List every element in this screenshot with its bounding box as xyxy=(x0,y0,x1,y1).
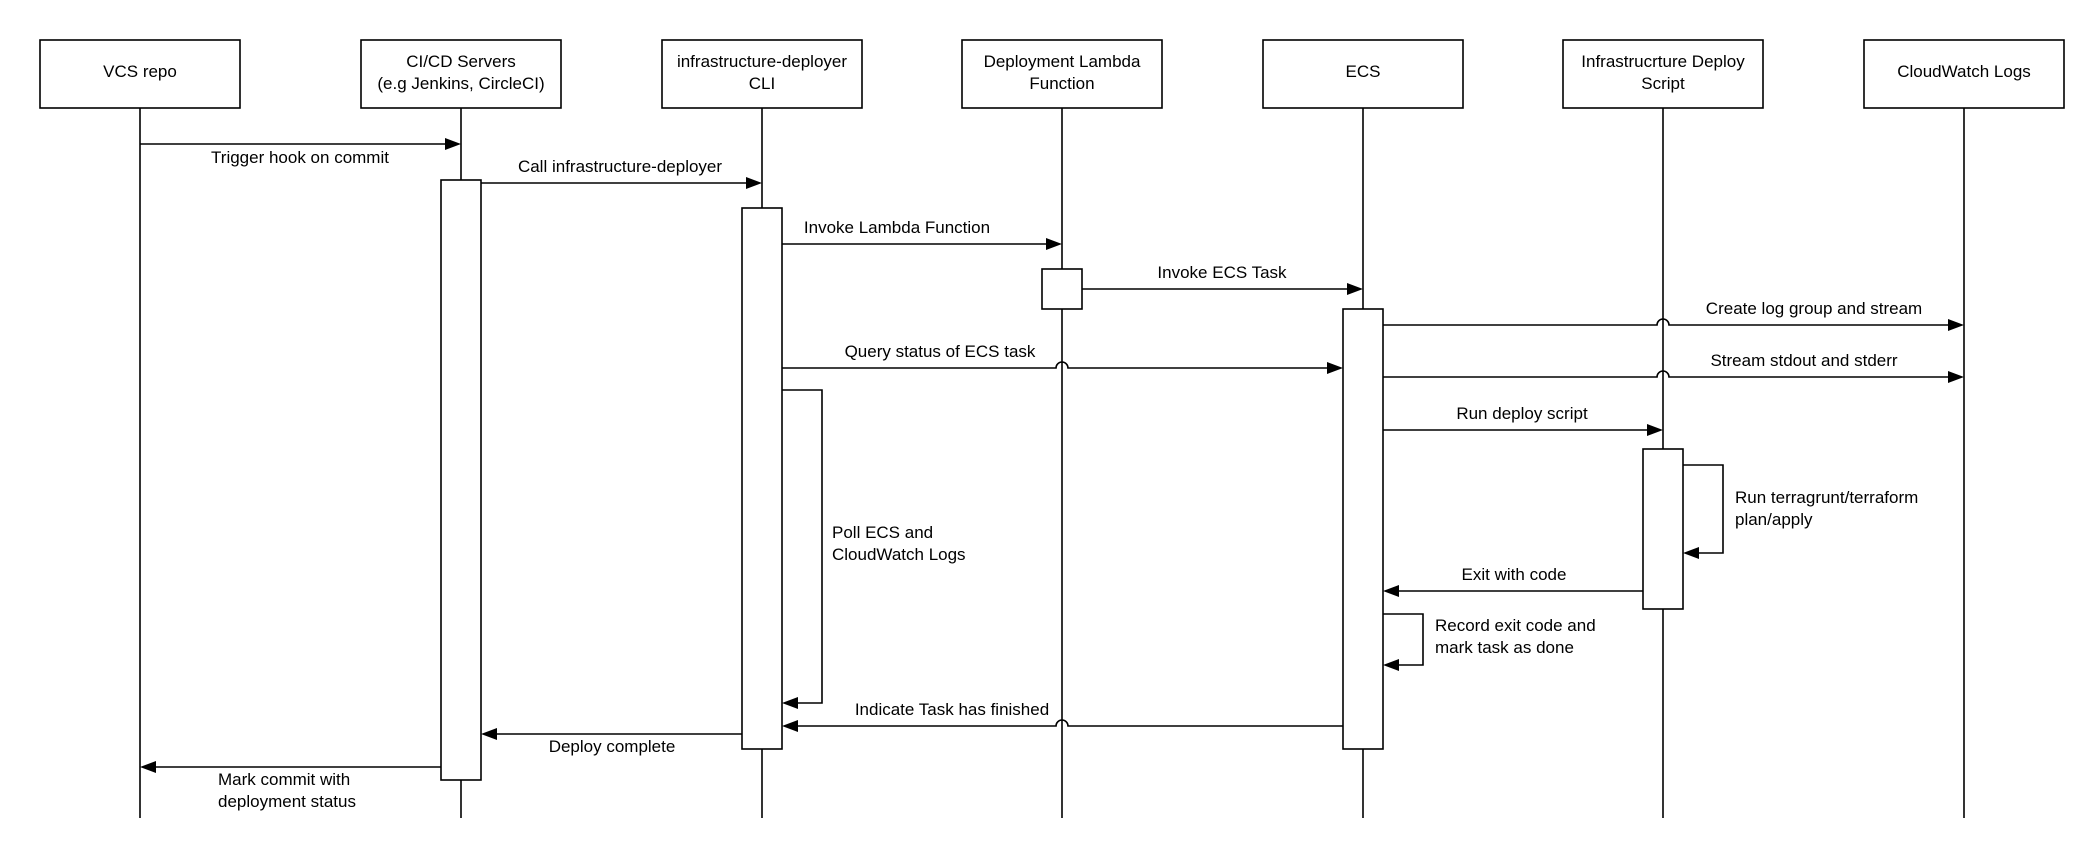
message-record-exit-label-line2: mark task as done xyxy=(1435,638,1574,657)
participant-vcs-label: VCS repo xyxy=(103,62,177,81)
message-mark-commit: Mark commit with deployment status xyxy=(140,761,441,811)
message-task-finished-label: Indicate Task has finished xyxy=(855,700,1049,719)
message-poll-ecs: Poll ECS and CloudWatch Logs xyxy=(782,389,966,709)
participant-cw: CloudWatch Logs xyxy=(1863,39,2065,109)
participant-ci: CI/CD Servers (e.g Jenkins, CircleCI) xyxy=(360,39,562,109)
message-record-exit-label-line1: Record exit code and xyxy=(1435,616,1596,635)
message-invoke-ecs-task-label: Invoke ECS Task xyxy=(1157,263,1287,282)
message-create-log-group: Create log group and stream xyxy=(1383,299,1964,331)
activation-lambda xyxy=(1041,268,1083,310)
message-run-deploy-script-label: Run deploy script xyxy=(1456,404,1588,423)
participant-headers: VCS repo CI/CD Servers (e.g Jenkins, Cir… xyxy=(39,39,2065,109)
lifelines xyxy=(139,108,1965,818)
participant-lambda: Deployment Lambda Function xyxy=(961,39,1163,109)
message-run-deploy-script: Run deploy script xyxy=(1383,404,1663,436)
message-deploy-complete: Deploy complete xyxy=(481,728,742,756)
participant-cli-label-line2: CLI xyxy=(749,74,775,93)
participant-ci-label-line2: (e.g Jenkins, CircleCI) xyxy=(377,74,544,93)
message-task-finished: Indicate Task has finished xyxy=(782,700,1343,732)
participant-vcs: VCS repo xyxy=(39,39,241,109)
message-trigger-hook-label: Trigger hook on commit xyxy=(211,148,389,167)
message-query-status-label: Query status of ECS task xyxy=(845,342,1036,361)
message-run-terragrunt-label-line1: Run terragrunt/terraform xyxy=(1735,488,1918,507)
message-mark-commit-label-line1: Mark commit with xyxy=(218,770,350,789)
participant-cli-label-line1: infrastructure-deployer xyxy=(677,52,847,71)
participant-lambda-label-line2: Function xyxy=(1029,74,1094,93)
participant-cli: infrastructure-deployer CLI xyxy=(661,39,863,109)
participant-script-label-line2: Script xyxy=(1641,74,1685,93)
activation-bars xyxy=(440,179,1684,781)
message-query-status: Query status of ECS task xyxy=(782,342,1343,374)
message-stream-output-label: Stream stdout and stderr xyxy=(1710,351,1897,370)
message-run-terragrunt-label-line2: plan/apply xyxy=(1735,510,1813,529)
participant-script: Infrastrucrture Deploy Script xyxy=(1562,39,1764,109)
message-call-deployer: Call infrastructure-deployer xyxy=(481,157,762,189)
message-exit-code: Exit with code xyxy=(1383,565,1643,597)
message-stream-output: Stream stdout and stderr xyxy=(1383,351,1964,383)
activation-ci xyxy=(440,179,482,781)
participant-ecs: ECS xyxy=(1262,39,1464,109)
activation-cli xyxy=(741,207,783,750)
participant-script-label-line1: Infrastrucrture Deploy xyxy=(1581,52,1745,71)
message-trigger-hook: Trigger hook on commit xyxy=(140,138,461,167)
participant-cw-label: CloudWatch Logs xyxy=(1897,62,2031,81)
message-poll-ecs-label-line2: CloudWatch Logs xyxy=(832,545,966,564)
participant-lambda-label-line1: Deployment Lambda xyxy=(984,52,1141,71)
message-mark-commit-label-line2: deployment status xyxy=(218,792,356,811)
activation-ecs xyxy=(1342,308,1384,750)
message-call-deployer-label: Call infrastructure-deployer xyxy=(518,157,722,176)
message-run-terragrunt: Run terragrunt/terraform plan/apply xyxy=(1683,464,1918,559)
message-invoke-lambda-label: Invoke Lambda Function xyxy=(804,218,990,237)
message-invoke-ecs-task: Invoke ECS Task xyxy=(1082,263,1363,295)
activation-script xyxy=(1642,448,1684,610)
message-deploy-complete-label: Deploy complete xyxy=(549,737,676,756)
message-create-log-group-label: Create log group and stream xyxy=(1706,299,1922,318)
message-exit-code-label: Exit with code xyxy=(1462,565,1567,584)
message-record-exit: Record exit code and mark task as done xyxy=(1383,613,1596,671)
participant-ecs-label: ECS xyxy=(1346,62,1381,81)
message-poll-ecs-label-line1: Poll ECS and xyxy=(832,523,933,542)
messages: Trigger hook on commit Call infrastructu… xyxy=(140,138,1964,811)
message-invoke-lambda: Invoke Lambda Function xyxy=(782,218,1062,250)
participant-ci-label-line1: CI/CD Servers xyxy=(406,52,516,71)
